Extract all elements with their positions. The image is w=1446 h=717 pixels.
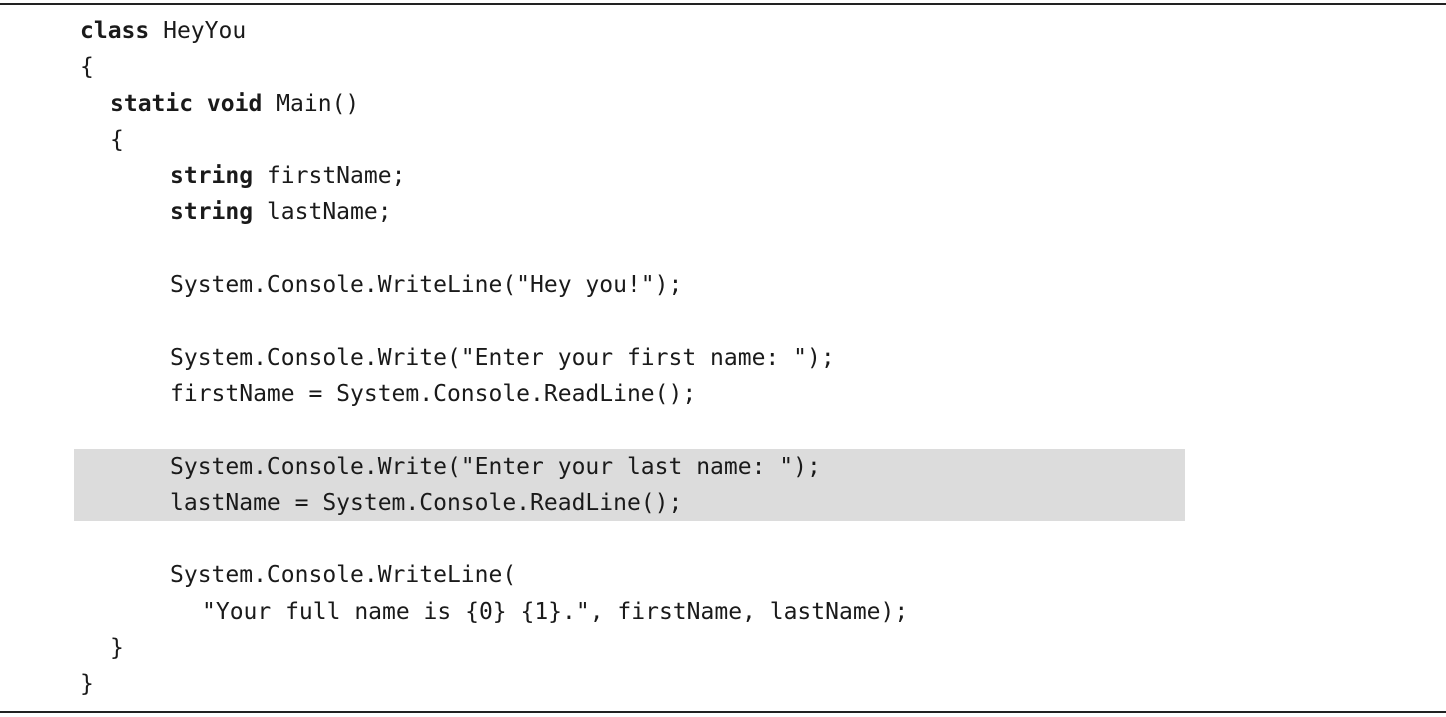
code-line-8: System.Console.WriteLine("Hey you!");: [0, 267, 1446, 303]
code-text: }: [80, 671, 94, 698]
code-listing: class HeyYou { static void Main() { stri…: [0, 13, 1446, 703]
keyword: class: [80, 18, 150, 44]
code-text: lastName;: [253, 199, 392, 226]
code-text: {: [110, 126, 124, 153]
code-line-16: System.Console.WriteLine(: [0, 557, 1446, 593]
highlighted-line-1: System.Console.Write("Enter your last na…: [74, 448, 1185, 485]
code-line-5: string firstName;: [0, 158, 1446, 194]
code-line-4: {: [0, 122, 1446, 158]
code-line-18: }: [0, 630, 1446, 666]
code-text: lastName = System.Console.ReadLine();: [170, 489, 683, 516]
code-line-17: "Your full name is {0} {1}.", firstName,…: [0, 594, 1446, 630]
code-text: System.Console.Write("Enter your last na…: [170, 453, 821, 480]
keyword: static void: [110, 90, 263, 117]
code-text: System.Console.WriteLine(: [170, 562, 517, 589]
highlighted-line-2: lastName = System.Console.ReadLine();: [74, 484, 1185, 522]
code-line-2: {: [0, 49, 1446, 85]
bottom-rule: [0, 711, 1446, 713]
code-line-1: class HeyYou: [0, 13, 1446, 49]
code-text: }: [110, 635, 124, 662]
code-text: firstName = System.Console.ReadLine();: [170, 380, 697, 407]
code-text: {: [80, 54, 94, 81]
code-text: firstName;: [253, 163, 406, 190]
code-line-19: }: [0, 666, 1446, 702]
code-text: HeyYou: [149, 18, 247, 44]
code-line-15: [0, 521, 1446, 557]
code-text: System.Console.WriteLine("Hey you!");: [170, 272, 683, 299]
keyword: string: [170, 199, 254, 226]
code-line-7: [0, 231, 1446, 267]
code-line-6: string lastName;: [0, 194, 1446, 230]
code-line-9: [0, 303, 1446, 339]
code-text: Main(): [262, 90, 360, 117]
code-text: System.Console.Write("Enter your first n…: [170, 344, 835, 371]
code-text: "Your full name is {0} {1}.", firstName,…: [202, 598, 909, 625]
code-line-10: System.Console.Write("Enter your first n…: [0, 340, 1446, 376]
code-line-3: static void Main(): [0, 86, 1446, 122]
code-line-12: [0, 412, 1446, 448]
top-rule: [0, 3, 1446, 5]
keyword: string: [170, 163, 254, 190]
code-line-11: firstName = System.Console.ReadLine();: [0, 376, 1446, 412]
